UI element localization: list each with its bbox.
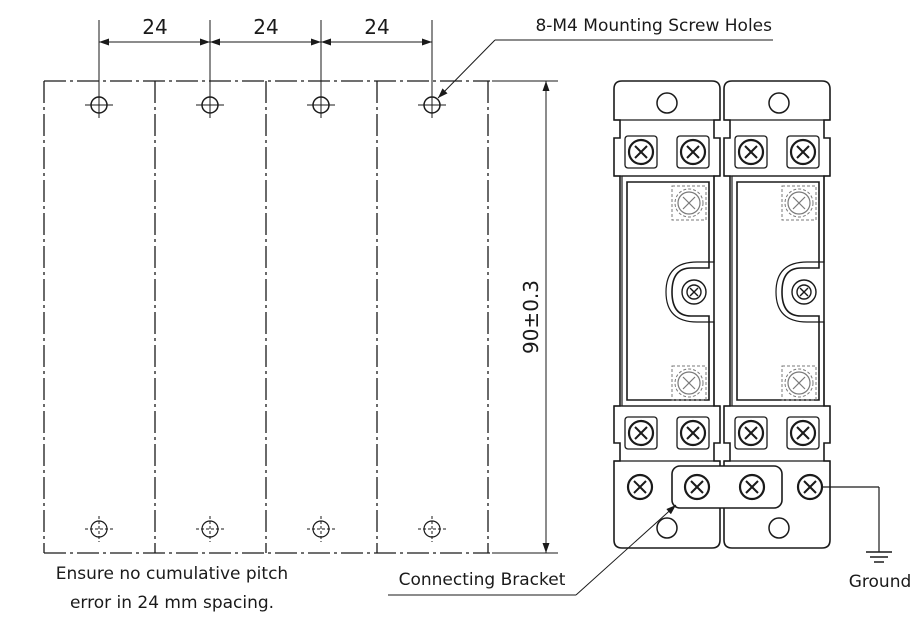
- mounting-hole-top-3: [306, 91, 336, 119]
- bracket-screw-1: [683, 473, 711, 501]
- terminal-screw-bottom-4: [785, 415, 821, 451]
- terminal-screw-bottom-2: [675, 415, 711, 451]
- terminal-screw-bottom-3: [733, 415, 769, 451]
- mounting-hole-top-2: [195, 91, 225, 119]
- pitch-label-1: 24: [142, 15, 167, 39]
- bracket-callout-label: Connecting Bracket: [399, 570, 566, 590]
- pitch-label-2: 24: [253, 15, 278, 39]
- unit-2-bottom-hole: [768, 517, 790, 539]
- mounting-hole-top-4: [417, 91, 447, 119]
- ground-symbol: Ground: [822, 486, 912, 592]
- ground-label: Ground: [849, 572, 912, 592]
- height-dimension-label: 90±0.3: [519, 280, 543, 354]
- bracket-callout: Connecting Bracket: [388, 504, 677, 596]
- mounting-hole-bottom-4: [417, 515, 447, 543]
- unit-1-cover: [626, 181, 710, 401]
- holes-leader-line: [437, 39, 496, 99]
- mounting-hole-bottom-2: [195, 515, 225, 543]
- pitch-note-line-2: error in 24 mm spacing.: [70, 593, 274, 613]
- ground-screw-1: [626, 473, 654, 501]
- mounting-hole-bottom-1: [84, 515, 114, 543]
- mounting-hole-top-1: [84, 91, 114, 119]
- unit-assembly: [613, 80, 831, 549]
- terminal-screw-top-4: [785, 134, 821, 170]
- terminal-screw-bottom-1: [623, 415, 659, 451]
- holes-callout-label: 8-M4 Mounting Screw Holes: [535, 16, 772, 36]
- terminal-screw-top-1: [623, 134, 659, 170]
- terminal-screw-top-3: [733, 134, 769, 170]
- unit-2-top-hole: [768, 92, 790, 114]
- pitch-note-line-1: Ensure no cumulative pitch: [56, 564, 288, 584]
- unit-1-bottom-hole: [656, 517, 678, 539]
- bracket-screw-2: [738, 473, 766, 501]
- mounting-hole-bottom-3: [306, 515, 336, 543]
- mounting-layout: 24 24 24 90±0.3 8-M4 Mounting Screw Hole…: [43, 15, 773, 613]
- cover-screw-2: [791, 279, 817, 305]
- cover-screw-1: [681, 279, 707, 305]
- pitch-label-3: 24: [364, 15, 389, 39]
- terminal-screw-top-2: [675, 134, 711, 170]
- ground-screw-2: [796, 473, 824, 501]
- unit-2-cover: [736, 181, 820, 401]
- unit-1-top-hole: [656, 92, 678, 114]
